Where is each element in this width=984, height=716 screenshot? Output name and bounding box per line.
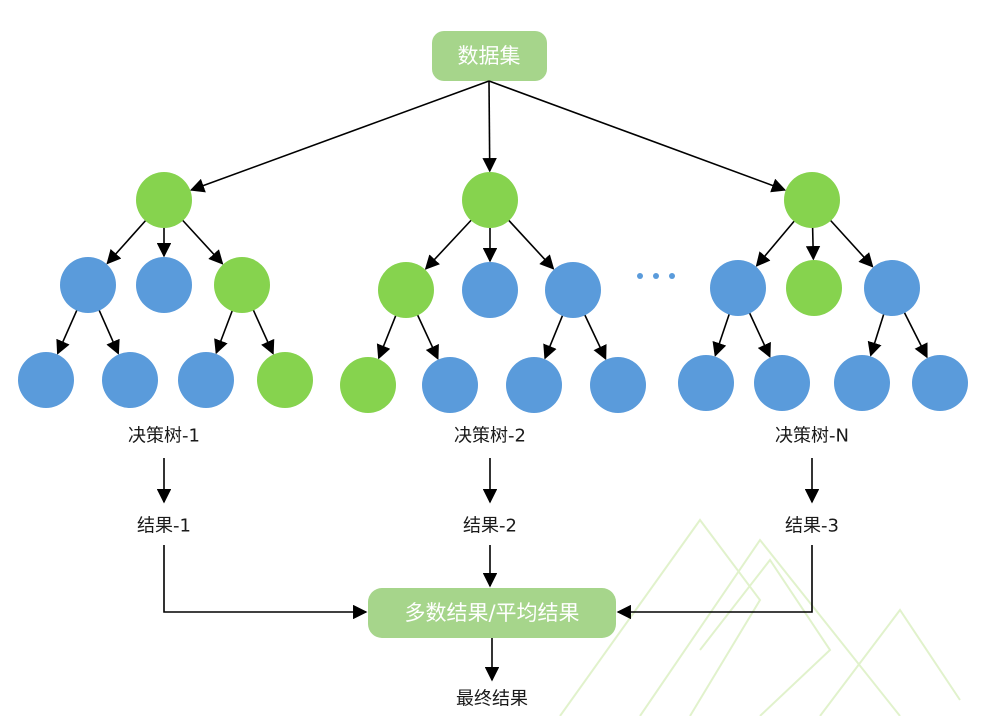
aggregate-box-label: 多数结果/平均结果 <box>404 601 579 625</box>
tree-label-n: 决策树-N <box>775 426 849 447</box>
tree-2-l2-node-2 <box>422 357 478 413</box>
dataset-box-label: 数据集 <box>458 44 521 68</box>
tree-1-root-to-l1-1-edge <box>106 219 147 265</box>
result-label-2: 结果-2 <box>463 516 517 537</box>
final-result-label: 最终结果 <box>456 689 528 710</box>
tree-1-l2-node-3 <box>178 352 234 408</box>
tree-2-l1-to-l2-4-edge <box>583 314 607 361</box>
tree-3-l2-node-2 <box>754 355 810 411</box>
tree-3-l1-to-l2-4-edge <box>903 311 928 359</box>
tree-1-l1-to-l2-4-edge <box>252 309 275 355</box>
tree-1-l1-to-l2-2-edge <box>98 309 120 355</box>
tree-3-l1-to-l2-2-edge <box>748 312 771 358</box>
dataset-to-tree-2-edge <box>482 80 497 173</box>
tree-label-2: 决策树-2 <box>454 426 526 447</box>
tree-1-root-to-l1-3-edge <box>181 219 224 265</box>
tree-3-root-to-l1-2-edge <box>805 226 821 261</box>
tree-2-l1-to-l2-3-edge <box>543 314 564 360</box>
tree-2-l2-node-4 <box>590 357 646 413</box>
ellipsis <box>637 273 675 279</box>
result-3-to-aggregate-edge <box>616 545 813 620</box>
result-label-3: 结果-3 <box>785 516 839 537</box>
tree-3-l1-node-3 <box>864 260 920 316</box>
tree-3-root-node <box>784 172 840 228</box>
tree-1-l1-node-1 <box>60 257 116 313</box>
watermark <box>559 518 961 716</box>
tree-3-root-to-l1-1-edge <box>755 220 796 267</box>
tree-2-l1-to-l2-2-edge <box>416 314 439 360</box>
tree-3-l1-to-l2-1-edge <box>712 313 731 357</box>
tree-3-l1-node-1 <box>710 260 766 316</box>
tree-label-1: 决策树-1 <box>128 426 200 447</box>
result-label-1: 结果-1 <box>137 516 191 537</box>
tree-1-l1-to-l2-3-edge <box>214 309 234 355</box>
result-1-to-aggregate-edge <box>163 545 368 620</box>
dataset-to-tree-3-edge <box>488 80 787 193</box>
edges <box>56 80 928 682</box>
tree-2-root-to-l1-1-edge <box>424 219 473 270</box>
tree-1-l2-node-2 <box>102 352 158 408</box>
tree-3-root-to-l1-3-edge <box>829 219 874 268</box>
tree-3-l2-node-4 <box>912 355 968 411</box>
dataset-box: 数据集 <box>432 31 547 81</box>
tree-2-root-to-l1-3-edge <box>507 219 555 270</box>
dataset-to-tree-1-edge <box>189 80 490 193</box>
tree-nodes <box>18 172 968 413</box>
tree-2-l1-node-1 <box>378 262 434 318</box>
tree-2-l1-to-l2-1-edge <box>376 314 397 360</box>
tree-1-l2-node-4 <box>257 352 313 408</box>
tree-3-l2-node-1 <box>678 355 734 411</box>
tree-1-l2-node-1 <box>18 352 74 408</box>
tree-1-l1-node-2 <box>136 257 192 313</box>
tree-3-l1-node-2 <box>786 260 842 316</box>
tree-3-l2-node-3 <box>834 355 890 411</box>
tree-1-root-node <box>136 172 192 228</box>
tree-2-l2-node-1 <box>340 357 396 413</box>
aggregate-box: 多数结果/平均结果 <box>368 588 616 638</box>
tree-2-l2-node-3 <box>506 357 562 413</box>
tree-1-l1-node-3 <box>214 257 270 313</box>
tree-2-root-node <box>462 172 518 228</box>
tree-2-l1-node-3 <box>545 262 601 318</box>
tree-1-l1-to-l2-1-edge <box>56 309 78 355</box>
tree-2-l1-node-2 <box>462 262 518 318</box>
tree-3-l1-to-l2-3-edge <box>867 313 885 357</box>
